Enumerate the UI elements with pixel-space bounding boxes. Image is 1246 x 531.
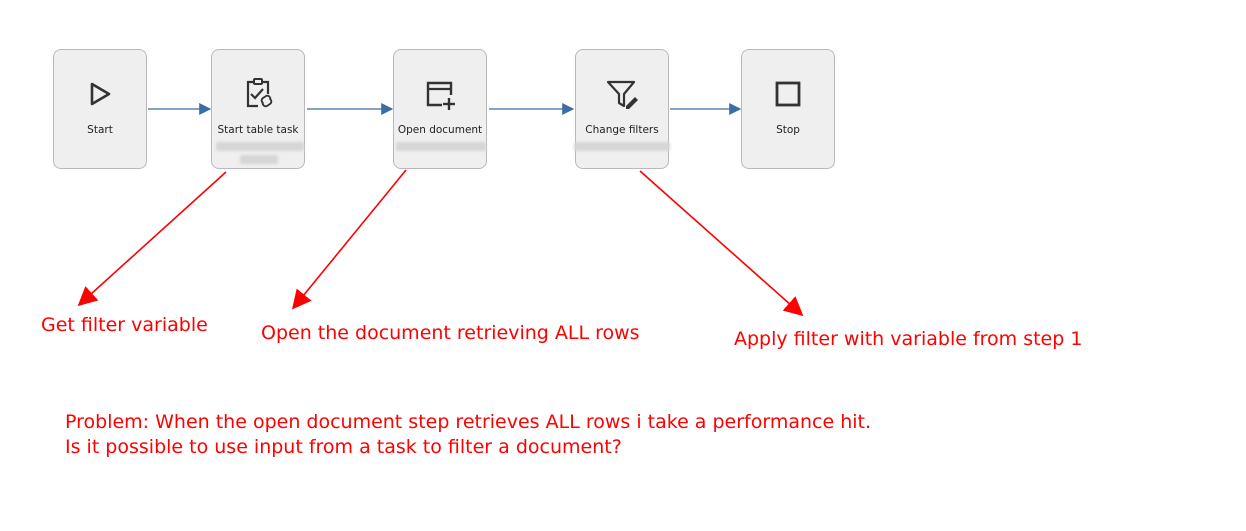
play-icon [90,82,111,106]
node-label: Change filters [585,124,659,136]
node-label: Stop [776,124,800,136]
redacted-text [396,142,486,151]
node-label: Start [87,124,113,136]
annotation-get-filter: Get filter variable [41,314,208,336]
node-stop[interactable]: Stop [741,49,835,169]
redacted-text [574,142,670,151]
redacted-text [216,142,304,151]
annotation-arrow-get-filter [77,171,227,307]
annotation-apply-filter: Apply filter with variable from step 1 [734,328,1083,350]
node-label: Start table task [217,124,299,136]
problem-statement: Problem: When the open document step ret… [65,410,871,460]
window-add-icon [426,81,455,110]
problem-line-1: Problem: When the open document step ret… [65,411,872,433]
node-label: Open document [397,124,483,136]
node-start-table-task[interactable]: Start table task [211,49,305,169]
stop-square-icon [775,81,801,107]
annotation-arrow-open-doc [291,169,407,310]
clipboard-check-link-icon [246,78,273,108]
node-start[interactable]: Start [53,49,147,169]
problem-line-2: Is it possible to use input from a task … [65,436,622,458]
node-open-document[interactable]: Open document [393,49,487,169]
node-change-filters[interactable]: Change filters [574,49,670,169]
annotation-open-document: Open the document retrieving ALL rows [261,322,640,344]
filter-edit-icon [606,80,638,109]
annotation-arrow-apply-filter [639,170,804,317]
redacted-text [240,155,278,164]
